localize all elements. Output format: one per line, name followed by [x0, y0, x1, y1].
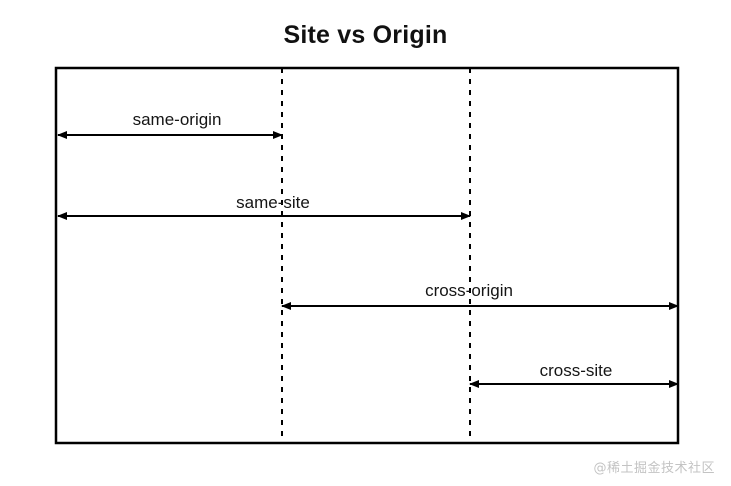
label-cross-site: cross-site — [539, 361, 613, 380]
watermark: @稀土掘金技术社区 — [593, 461, 715, 476]
label-same-site: same-site — [236, 193, 310, 212]
label-cross-origin: cross-origin — [425, 281, 513, 300]
label-same-origin: same-origin — [132, 110, 222, 129]
diagram-title: Site vs Origin — [283, 21, 448, 49]
relation-arrows — [57, 131, 679, 388]
